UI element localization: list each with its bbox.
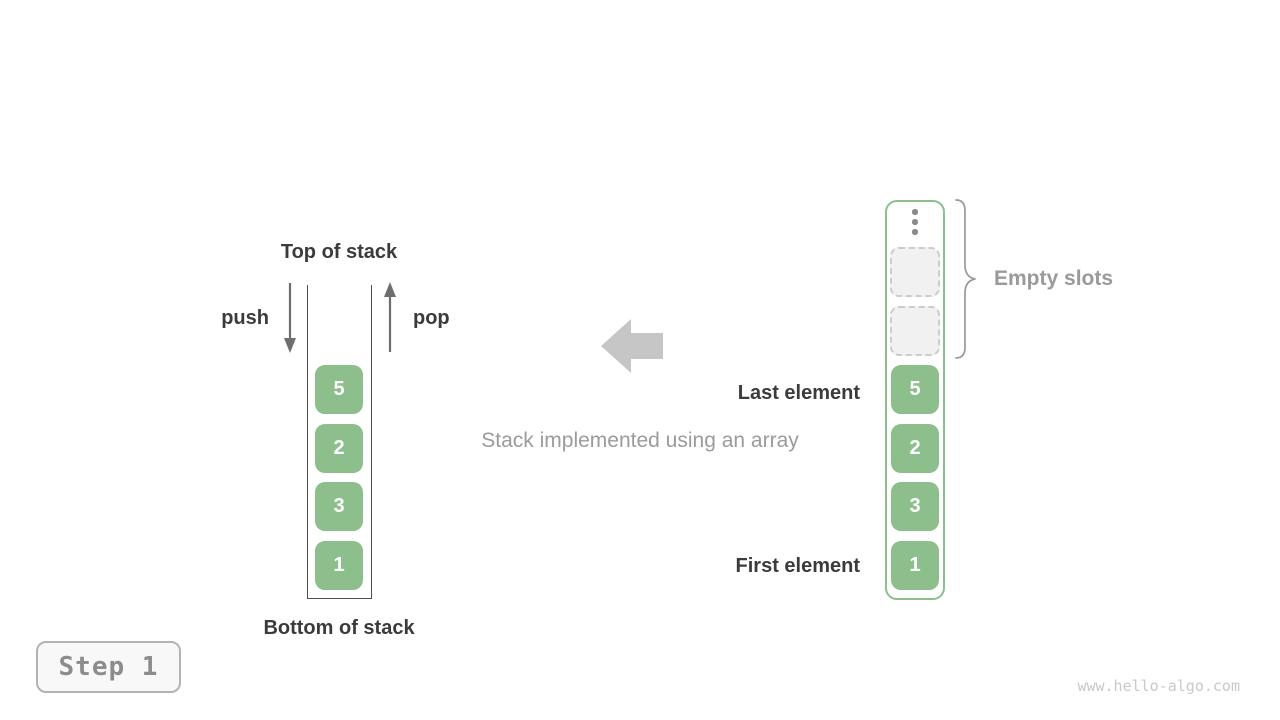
curly-brace-icon <box>955 199 976 359</box>
push-down-arrow-icon <box>284 283 296 353</box>
pop-label: pop <box>413 307 450 329</box>
pop-up-arrow-icon <box>384 282 396 352</box>
figure-caption: Stack implemented using an array <box>481 429 799 452</box>
stack-cell: 1 <box>315 541 363 590</box>
empty-slot <box>890 306 940 356</box>
array-cell: 2 <box>891 424 939 473</box>
step-badge: Step 1 <box>36 641 181 693</box>
bottom-of-stack-label: Bottom of stack <box>263 617 415 639</box>
empty-slot <box>890 247 940 297</box>
watermark-text: www.hello-algo.com <box>1077 677 1240 695</box>
array-cell: 5 <box>891 365 939 414</box>
last-element-label: Last element <box>737 382 860 404</box>
array-cell: 3 <box>891 482 939 531</box>
array-cell: 1 <box>891 541 939 590</box>
stack-container-outline <box>307 285 372 599</box>
stack-cell: 3 <box>315 482 363 531</box>
stack-cell: 2 <box>315 424 363 473</box>
push-label: push <box>221 307 269 329</box>
stack-cell: 5 <box>315 365 363 414</box>
vertical-ellipsis-icon <box>912 209 918 235</box>
first-element-label: First element <box>735 555 860 577</box>
left-block-arrow-icon <box>601 319 663 373</box>
top-of-stack-label: Top of stack <box>280 241 398 263</box>
empty-slots-label: Empty slots <box>994 267 1114 290</box>
